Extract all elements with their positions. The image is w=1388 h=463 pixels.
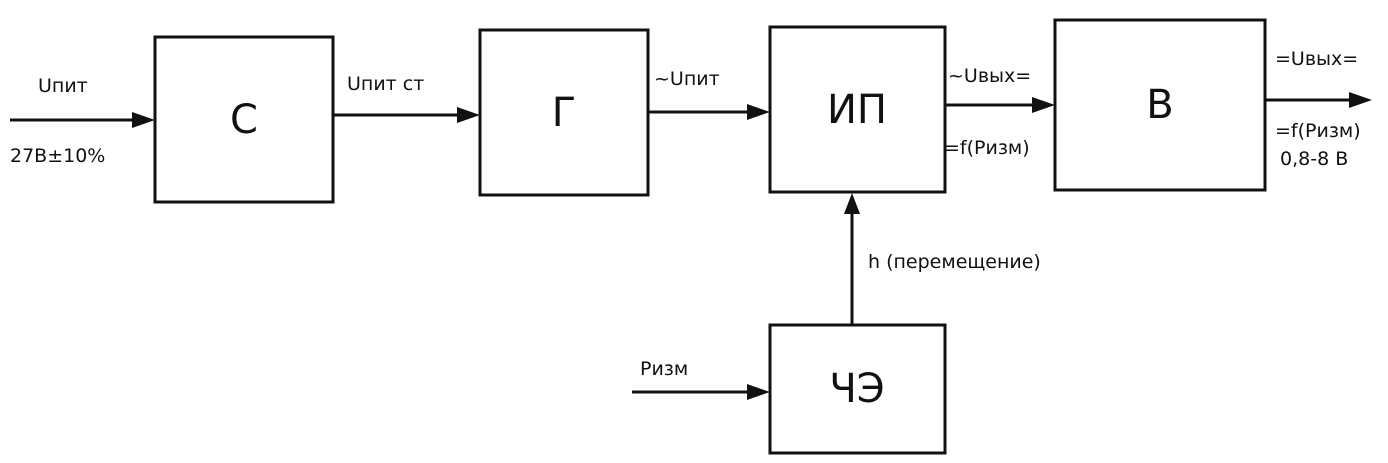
block-ip-label: ИП <box>827 87 887 133</box>
label-ip-to-v-top: ~Uвых= <box>948 65 1031 87</box>
label-che-to-ip: h (перемещение) <box>868 251 1041 273</box>
label-output-top: =Uвых= <box>1275 48 1358 70</box>
block-che <box>768 323 947 455</box>
block-ip <box>768 25 947 194</box>
label-output-range: 0,8-8 В <box>1280 148 1348 170</box>
arrowhead-g-to-ip <box>747 104 770 120</box>
arrowhead-ip-to-v <box>1032 97 1055 113</box>
label-ip-to-v-bottom: =f(Pизм) <box>944 137 1030 159</box>
arrowhead-che-to-ip <box>844 193 860 214</box>
block-v-label: В <box>1146 82 1173 128</box>
arrowhead-input <box>132 112 155 128</box>
label-input-value: 27В±10% <box>10 145 105 167</box>
label-output-middle: =f(Pизм) <box>1275 120 1361 142</box>
label-che-input: Pизм <box>640 358 688 380</box>
arrowhead-c-to-g <box>457 107 480 123</box>
arrowhead-output <box>1349 92 1372 108</box>
arrowhead-che-input <box>747 384 770 400</box>
block-g-label: Г <box>552 90 576 136</box>
label-g-to-ip: ~Uпит <box>654 68 720 90</box>
block-c-label: С <box>230 97 258 143</box>
label-c-to-g: Uпит ст <box>347 73 424 95</box>
block-che-label: ЧЭ <box>829 366 884 412</box>
label-input-name: Uпит <box>38 75 88 97</box>
block-g <box>478 28 650 197</box>
block-v <box>1053 18 1267 192</box>
block-c <box>153 35 335 204</box>
